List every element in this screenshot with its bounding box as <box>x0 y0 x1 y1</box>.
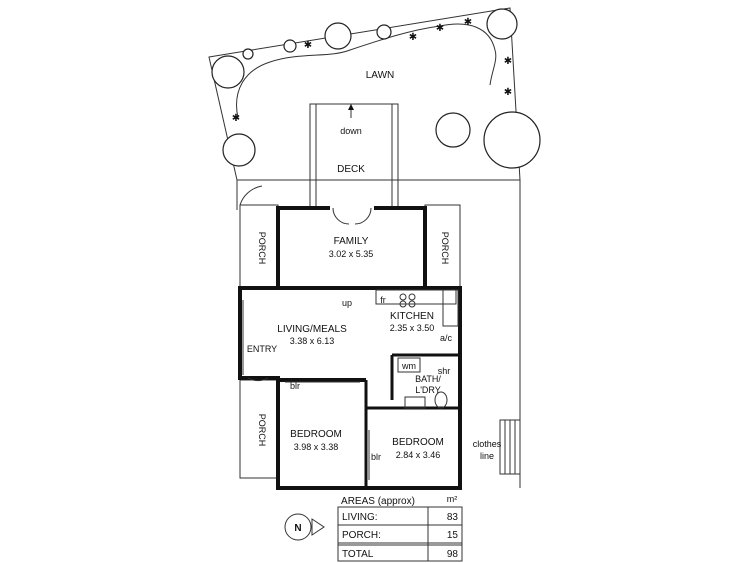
deck-outline <box>309 103 399 209</box>
toilet <box>434 391 448 409</box>
stove-burner <box>399 293 407 301</box>
lawn-boundary <box>208 7 521 181</box>
shrub-icon <box>376 24 392 40</box>
lawn-label: LAWN <box>366 70 395 81</box>
tree-group: ✱ ✱ ✱ ✱ ✱ ✱ ✱ <box>211 8 541 169</box>
north-label: N <box>294 523 301 534</box>
areas-title: AREAS (approx) <box>341 496 415 507</box>
family-door-gap <box>330 204 374 212</box>
area-row-label: LIVING: <box>342 512 378 523</box>
deck-arrow-head <box>348 104 354 110</box>
laundry-label: L'DRY <box>415 385 441 395</box>
palm-icon: ✱ <box>436 23 444 34</box>
kitchen-label: KITCHEN <box>390 311 434 322</box>
shr-label: shr <box>438 366 451 376</box>
palm-icon: ✱ <box>409 32 417 43</box>
palm-icon: ✱ <box>504 56 512 67</box>
down-label: down <box>340 126 362 136</box>
up-label: up <box>342 298 352 308</box>
family-dim: 3.02 x 5.35 <box>329 249 374 259</box>
area-row-value: 15 <box>447 530 459 541</box>
entry-door-swing <box>247 377 269 382</box>
area-row-label: PORCH: <box>342 530 381 541</box>
bedroom2-label: BEDROOM <box>392 437 444 448</box>
washing-machine <box>397 357 421 373</box>
living-dim: 3.38 x 6.13 <box>290 336 335 346</box>
shrub-icon <box>242 48 254 60</box>
porch-left-label: PORCH <box>257 232 267 265</box>
palm-icon: ✱ <box>464 17 472 28</box>
robe-label-side: blr <box>371 452 381 462</box>
area-row-value: 83 <box>447 512 459 523</box>
area-row-value: 98 <box>447 549 459 560</box>
porch-door-swing <box>239 185 263 206</box>
palm-icon: ✱ <box>504 87 512 98</box>
tree-icon <box>222 133 256 167</box>
robe-label-top: blr <box>290 381 300 391</box>
wm-label: wm <box>401 361 416 371</box>
living-label: LIVING/MEALS <box>277 324 347 335</box>
vanity <box>404 396 426 409</box>
palm-icon: ✱ <box>232 113 240 124</box>
north-arrow-icon: N <box>284 513 325 541</box>
bedroom1-dim: 3.98 x 3.38 <box>294 442 339 452</box>
family-label: FAMILY <box>334 236 369 247</box>
tree-icon <box>483 111 541 169</box>
tree-icon <box>486 8 518 40</box>
tree-icon <box>324 22 352 50</box>
bath-label: BATH/ <box>415 374 441 384</box>
fridge-label: fr <box>380 295 386 305</box>
bedroom1-label: BEDROOM <box>290 429 342 440</box>
stove-burner <box>408 293 416 301</box>
kitchen-sink <box>442 289 459 327</box>
porch-right-label: PORCH <box>440 232 450 265</box>
area-row-label: TOTAL <box>342 549 374 560</box>
areas-table: AREAS (approx) m² LIVING: 83 PORCH: 15 T… <box>337 494 463 562</box>
shrub-icon <box>283 39 297 53</box>
kitchen-bench <box>375 289 457 305</box>
bedroom2-dim: 2.84 x 3.46 <box>396 450 441 460</box>
family-door-leaf <box>332 207 350 225</box>
entry-label: ENTRY <box>247 344 277 354</box>
tree-icon <box>211 55 245 89</box>
kitchen-dim: 2.35 x 3.50 <box>390 323 435 333</box>
tree-icon <box>435 112 471 148</box>
stove-burner <box>399 300 407 308</box>
areas-unit: m² <box>447 494 458 504</box>
porch-bottom-label: PORCH <box>257 414 267 447</box>
ac-label: a/c <box>440 333 453 343</box>
palm-icon: ✱ <box>304 40 312 51</box>
stove-burner <box>408 300 416 308</box>
clothesline-label: clothes <box>473 439 502 449</box>
clothesline-label-2: line <box>480 451 494 461</box>
deck-label: DECK <box>337 164 365 175</box>
family-door-leaf <box>354 207 372 225</box>
